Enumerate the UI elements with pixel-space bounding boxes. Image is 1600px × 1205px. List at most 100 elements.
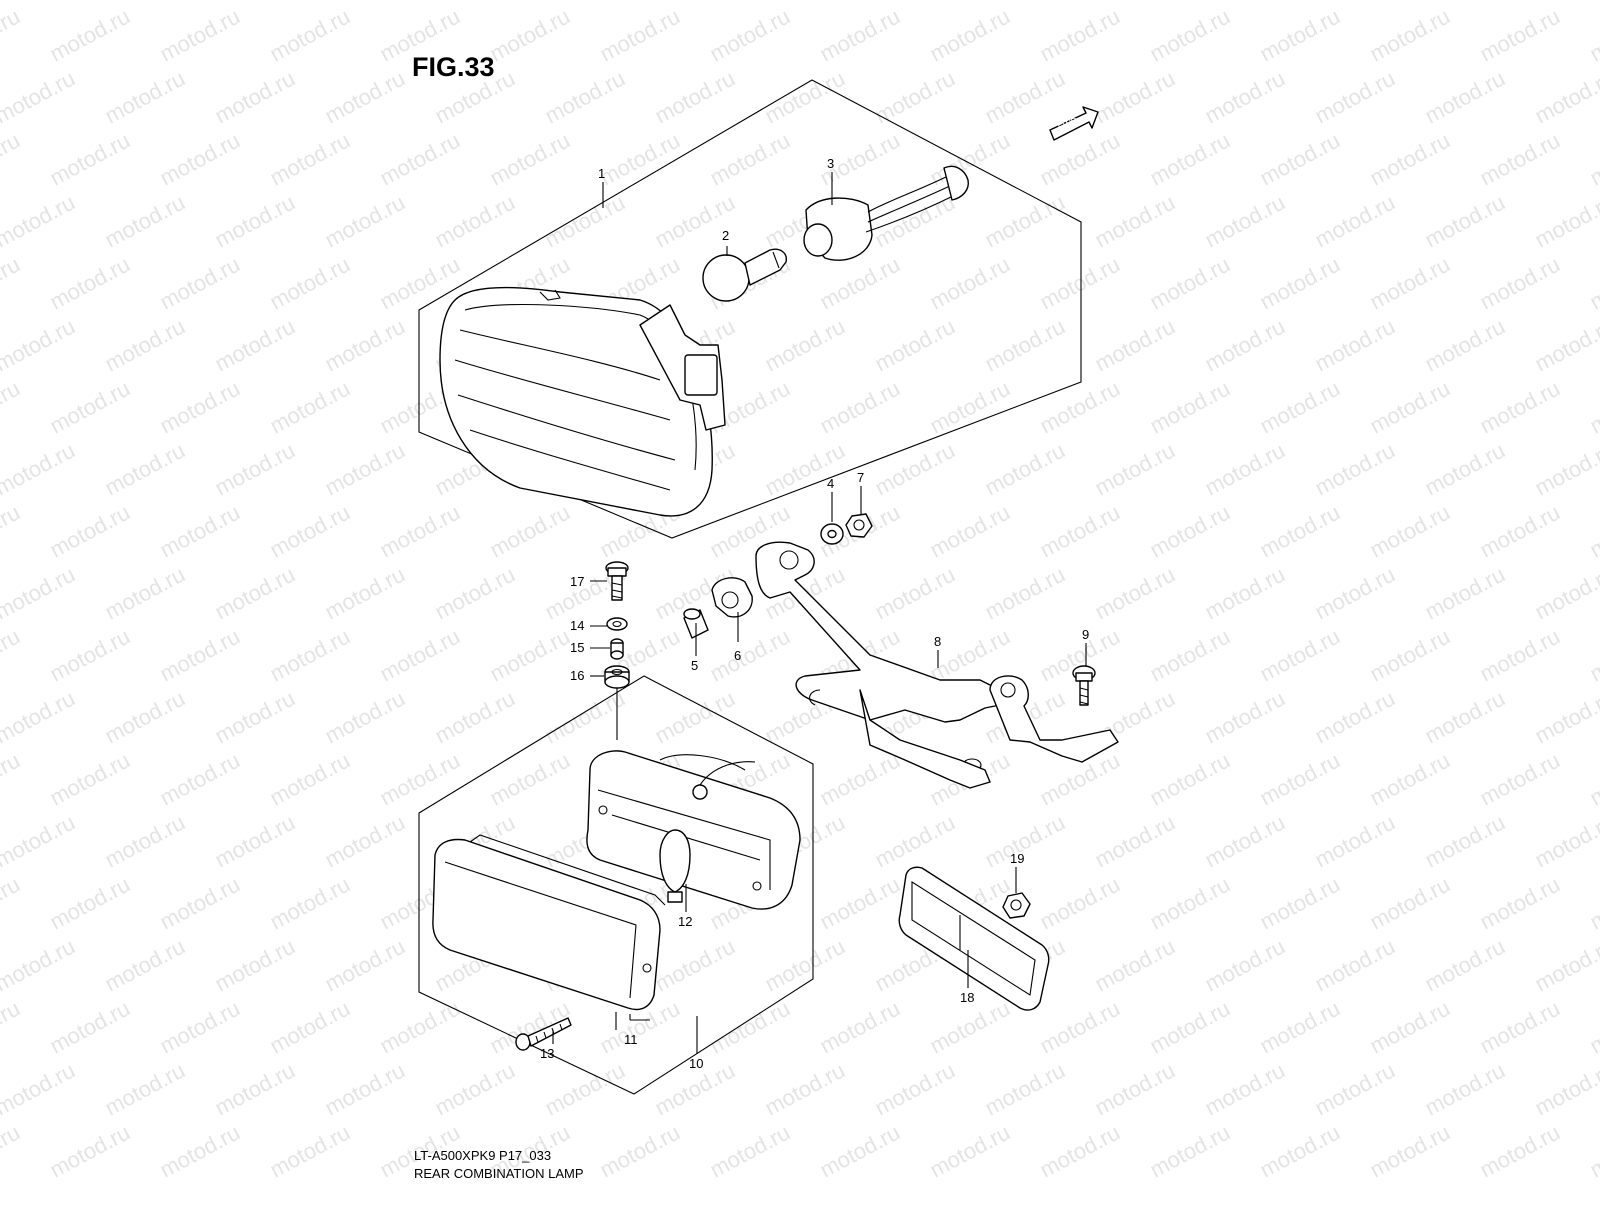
watermark-text: motod.ru	[596, 1120, 684, 1183]
watermark-text: motod.ru	[1146, 128, 1234, 191]
watermark-text: motod.ru	[211, 438, 299, 501]
watermark-text: motod.ru	[981, 66, 1069, 129]
watermark-text: motod.ru	[1366, 1120, 1454, 1183]
watermark-text: motod.ru	[321, 438, 409, 501]
watermark-text: motod.ru	[1476, 748, 1564, 811]
watermark-text: motod.ru	[321, 810, 409, 873]
bolt-part-9[interactable]	[1072, 665, 1096, 706]
watermark-text: motod.ru	[651, 686, 739, 749]
watermark-text: motod.ru	[1146, 4, 1234, 67]
watermark-text: motod.ru	[156, 252, 244, 315]
watermark-text: motod.ru	[266, 748, 354, 811]
watermark-text: motod.ru	[1146, 1120, 1234, 1183]
collar-part-15[interactable]	[610, 638, 624, 660]
watermark-text: motod.ru	[486, 128, 574, 191]
watermark-text: motod.ru	[46, 872, 134, 935]
watermark-text: motod.ru	[376, 128, 464, 191]
watermark-text: motod.ru	[486, 500, 574, 563]
watermark-text: motod.ru	[211, 0, 299, 4]
watermark-text: motod.ru	[1146, 872, 1234, 935]
watermark-text: motod.ru	[486, 624, 574, 687]
leader-lines	[552, 172, 1087, 1054]
lower-lens[interactable]	[432, 834, 666, 1011]
watermark-text: motod.ru	[0, 934, 79, 997]
bulb-socket-harness[interactable]	[803, 165, 969, 261]
watermark-text: motod.ru	[1421, 1058, 1509, 1121]
watermark-text: motod.ru	[1201, 314, 1289, 377]
watermark-text: motod.ru	[1366, 872, 1454, 935]
watermark-text: motod.ru	[761, 66, 849, 129]
watermark-text: motod.ru	[1366, 996, 1454, 1059]
nut-part[interactable]	[845, 513, 873, 538]
watermark-text: motod.ru	[651, 66, 739, 129]
upper-bulb[interactable]	[702, 248, 787, 302]
watermark-text: motod.ru	[266, 872, 354, 935]
watermark-text: motod.ru	[266, 500, 354, 563]
callout-4: 4	[827, 476, 834, 491]
lower-lamp-housing[interactable]	[586, 750, 801, 910]
watermark-text: motod.ru	[431, 190, 519, 253]
watermark-text: motod.ru	[981, 190, 1069, 253]
grommet-part-16[interactable]	[604, 665, 630, 689]
reflector-part-18[interactable]	[898, 866, 1050, 1011]
watermark-text: motod.ru	[1366, 500, 1454, 563]
watermark-text: motod.ru	[1311, 810, 1399, 873]
watermark-text: motod.ru	[321, 1058, 409, 1121]
bracket-mount-tab[interactable]	[989, 675, 1119, 763]
watermark-text: motod.ru	[1091, 810, 1179, 873]
watermark-text: motod.ru	[1091, 934, 1179, 997]
watermark-text: motod.ru	[1036, 4, 1124, 67]
watermark-text: motod.ru	[0, 1058, 79, 1121]
watermark-text: motod.ru	[211, 66, 299, 129]
watermark-text: motod.ru	[211, 562, 299, 625]
watermark-text: motod.ru	[1421, 314, 1509, 377]
watermark-text: motod.ru	[0, 314, 79, 377]
watermark-text: motod.ru	[1201, 934, 1289, 997]
watermark-text: motod.ru	[431, 686, 519, 749]
watermark-text: motod.ru	[1531, 0, 1600, 4]
watermark-text: motod.ru	[1201, 438, 1289, 501]
watermark-text: motod.ru	[1256, 748, 1344, 811]
upper-lamp-housing[interactable]	[439, 286, 726, 517]
watermark-text: motod.ru	[761, 314, 849, 377]
watermark-text: motod.ru	[981, 438, 1069, 501]
callout-7: 7	[857, 470, 864, 485]
assembly-outline-10	[418, 675, 814, 1095]
screw-part-13[interactable]	[515, 1017, 572, 1051]
watermark-text: motod.ru	[926, 1120, 1014, 1183]
watermark-text: motod.ru	[0, 4, 24, 67]
nut-part-19[interactable]	[1002, 892, 1031, 919]
watermark-text: motod.ru	[1531, 190, 1600, 253]
washer-part[interactable]	[820, 523, 844, 545]
watermark-text: motod.ru	[156, 4, 244, 67]
watermark-text: motod.ru	[871, 438, 959, 501]
watermark-text: motod.ru	[211, 314, 299, 377]
lower-bulb[interactable]	[659, 829, 691, 903]
watermark-text: motod.ru	[1531, 686, 1600, 749]
watermark-text: motod.ru	[0, 500, 24, 563]
washer-part-14[interactable]	[606, 617, 628, 631]
grommet-part[interactable]	[711, 577, 753, 618]
bolt-part-17[interactable]	[605, 561, 629, 601]
watermark-text: motod.ru	[1476, 500, 1564, 563]
watermark-text: motod.ru	[0, 438, 79, 501]
watermark-text: motod.ru	[816, 4, 904, 67]
watermark-text: motod.ru	[376, 500, 464, 563]
watermark-text: motod.ru	[1036, 128, 1124, 191]
watermark-text: motod.ru	[156, 376, 244, 439]
watermark-text: motod.ru	[0, 748, 24, 811]
watermark-text: motod.ru	[266, 996, 354, 1059]
watermark-text: motod.ru	[1421, 934, 1509, 997]
lamp-bracket[interactable]	[755, 541, 1001, 789]
watermark-text: motod.ru	[1036, 500, 1124, 563]
watermark-text: motod.ru	[156, 872, 244, 935]
watermark-text: motod.ru	[431, 0, 519, 4]
watermark-text: motod.ru	[321, 562, 409, 625]
watermark-text: motod.ru	[1476, 872, 1564, 935]
watermark-text: motod.ru	[46, 748, 134, 811]
watermark-text: motod.ru	[321, 314, 409, 377]
watermark-text: motod.ru	[1586, 1120, 1600, 1183]
callout-5: 5	[691, 658, 698, 673]
